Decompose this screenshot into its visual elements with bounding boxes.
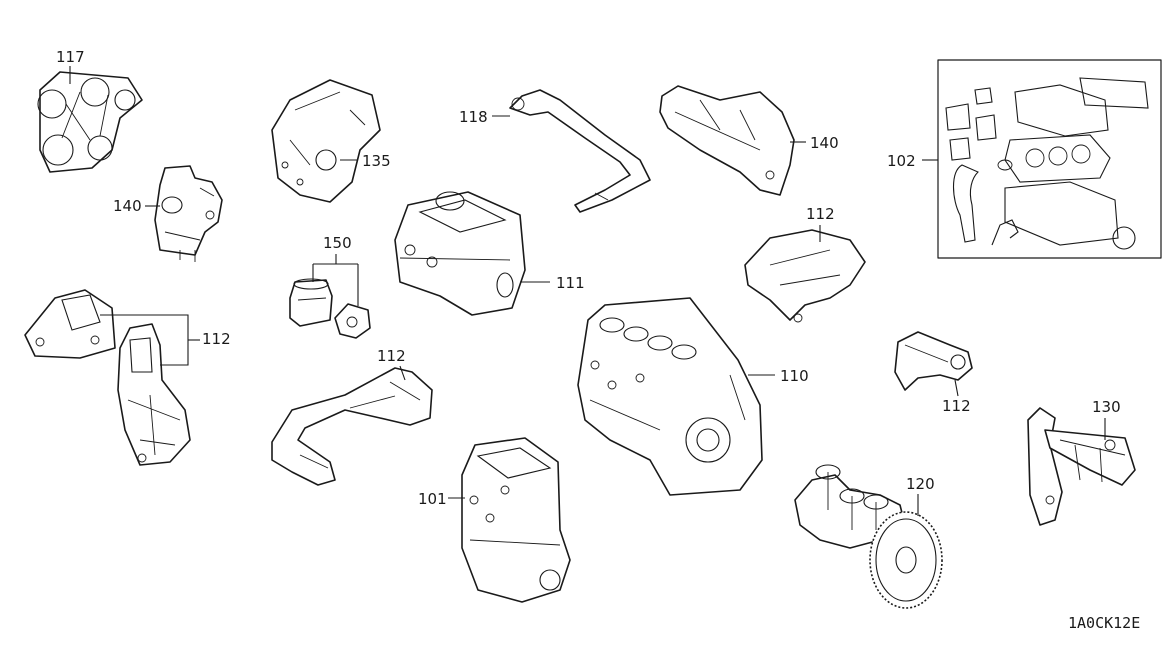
- callout-101: 101: [418, 490, 447, 508]
- drawing-code: 1A0CK12E: [1068, 614, 1140, 632]
- engine-assembly-part[interactable]: [461, 437, 571, 603]
- cylinder-block-part[interactable]: [577, 297, 763, 496]
- crankshaft-assembly-part[interactable]: [794, 464, 906, 549]
- engine-mount-bracket-part[interactable]: [117, 323, 191, 466]
- thermostat-housing-part[interactable]: [154, 165, 223, 262]
- oil-filter-part[interactable]: [289, 278, 333, 327]
- drive-belt-part[interactable]: [37, 71, 143, 173]
- callout-120: 120: [906, 475, 935, 493]
- callout-112-center: 112: [377, 347, 406, 365]
- callout-150: 150: [323, 234, 352, 252]
- oil-pressure-sensor-part[interactable]: [334, 303, 371, 339]
- cylinder-head-part[interactable]: [394, 191, 526, 316]
- callout-102: 102: [887, 152, 916, 170]
- callout-130: 130: [1092, 398, 1121, 416]
- callout-140-right: 140: [810, 134, 839, 152]
- engine-mount-left-part[interactable]: [24, 289, 116, 359]
- gasket-kit-part[interactable]: [945, 77, 1149, 250]
- callout-118: 118: [459, 108, 488, 126]
- exhaust-manifold-part[interactable]: [659, 85, 795, 196]
- callout-117: 117: [56, 48, 85, 66]
- valvetrain-part[interactable]: [1027, 407, 1136, 526]
- callout-112-left: 112: [202, 330, 231, 348]
- callout-112-right: 112: [942, 397, 971, 415]
- mount-bracket-right-part[interactable]: [894, 331, 973, 391]
- timing-cover-part[interactable]: [271, 79, 381, 203]
- callout-110: 110: [780, 367, 809, 385]
- subframe-bracket-part[interactable]: [271, 367, 433, 486]
- callout-112-upper: 112: [806, 205, 835, 223]
- callout-140-left: 140: [113, 197, 142, 215]
- callout-111: 111: [556, 274, 585, 292]
- flywheel-part[interactable]: [869, 511, 943, 609]
- upper-bracket-part[interactable]: [744, 229, 866, 323]
- coolant-hose-part[interactable]: [509, 89, 651, 213]
- callout-135: 135: [362, 152, 391, 170]
